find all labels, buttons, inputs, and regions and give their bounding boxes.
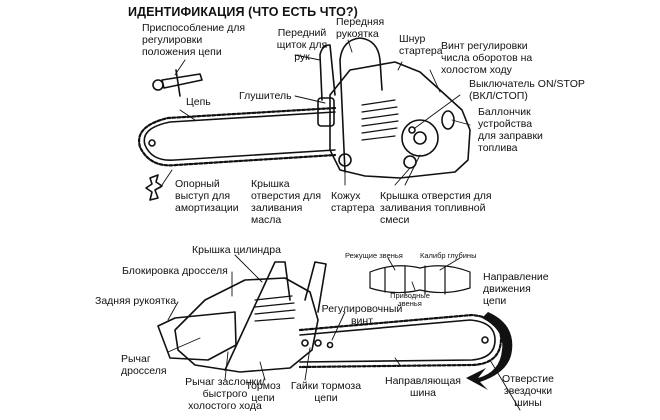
- bottom-leader-lines: [167, 254, 521, 411]
- label-chain-brake: Тормоз цепи: [245, 380, 281, 404]
- label-front-guard: Передний щиток для рук: [276, 27, 328, 63]
- label-cylinder-cover: Крышка цилиндра: [192, 244, 281, 256]
- label-bumper-spike: Опорный выступ для амортизации: [175, 178, 239, 214]
- brake-nut-2: [314, 339, 322, 347]
- top-bar-nose: [148, 139, 156, 147]
- label-brake-nuts: Гайки тормоза цепи: [290, 380, 362, 404]
- label-rear-handle: Задняя рукоятка: [95, 295, 177, 307]
- chain-detail-icon: [369, 265, 471, 295]
- top-starter-cover: [401, 119, 439, 157]
- label-throttle-lever: Рычаг дросселя: [121, 353, 167, 377]
- label-drive-links: Приводные звенья: [390, 291, 430, 308]
- top-front-handle: [339, 37, 383, 173]
- bottom-engine-body: [174, 277, 319, 373]
- label-throttle-lock: Блокировка дросселя: [122, 265, 228, 277]
- label-depth-gauge: Калибр глубины: [420, 251, 477, 260]
- bottom-front-handle: [224, 261, 291, 371]
- label-adjust-screw: Регулировочный винт: [321, 303, 403, 327]
- label-sprocket-hole: Отверстие звездочки шины: [502, 373, 554, 409]
- brake-nut-1: [301, 339, 309, 347]
- label-choke-lever: Рычаг заслонки/ быстрого холостого хода: [185, 376, 265, 412]
- top-oil-cap: [338, 153, 352, 167]
- top-on-stop-switch: [408, 126, 416, 134]
- label-chain-adjust: Приспособление для регулировки положения…: [142, 22, 246, 58]
- top-front-guard: [319, 44, 336, 101]
- bottom-bar-nose: [481, 336, 489, 344]
- label-chain-direction: Направление движения цепи: [483, 271, 549, 307]
- bumper-spike-icon: [145, 174, 163, 201]
- bottom-rear-handle: [157, 311, 237, 361]
- label-starter-cord: Шнур стартера: [399, 33, 443, 57]
- top-leader-lines: [159, 39, 471, 189]
- label-oil-cap: Крышка отверстия для заливания масла: [251, 178, 322, 226]
- top-muffler: [317, 97, 335, 127]
- bottom-front-guard: [304, 261, 327, 313]
- bottom-adjust-screw: [326, 341, 334, 349]
- label-starter-cover: Кожух стартера: [331, 190, 375, 214]
- label-muffler: Глушитель: [239, 90, 292, 102]
- top-cylinder-fins: [361, 99, 399, 141]
- label-chain: Цепь: [186, 96, 211, 108]
- adjust-tool-icon: [152, 69, 203, 97]
- top-fuel-bulb: [441, 110, 455, 130]
- bottom-cylinder-fins: [254, 295, 296, 322]
- label-front-handle: Передняя рукоятка: [336, 16, 385, 40]
- label-idle-screw: Винт регулировки числа оборотов на холос…: [441, 40, 533, 76]
- top-guide-bar: [143, 111, 336, 162]
- label-cutters: Режущие звенья: [345, 251, 403, 260]
- top-starter-hub: [413, 131, 427, 145]
- label-fuel-cap: Крышка отверстия для заливания топливной…: [380, 190, 492, 226]
- label-fuel-bulb: Баллончик устройства для заправки топлив…: [478, 106, 543, 154]
- label-guide-bar: Направляющая шина: [385, 375, 461, 399]
- direction-arrow-icon: [466, 312, 513, 390]
- bottom-guide-bar: [299, 319, 496, 363]
- top-chain: [138, 106, 337, 167]
- label-on-stop: Выключатель ON/STOP (ВКЛ/СТОП): [469, 78, 585, 102]
- diagram-title: ИДЕНТИФИКАЦИЯ (ЧТО ЕСТЬ ЧТО?): [128, 5, 358, 19]
